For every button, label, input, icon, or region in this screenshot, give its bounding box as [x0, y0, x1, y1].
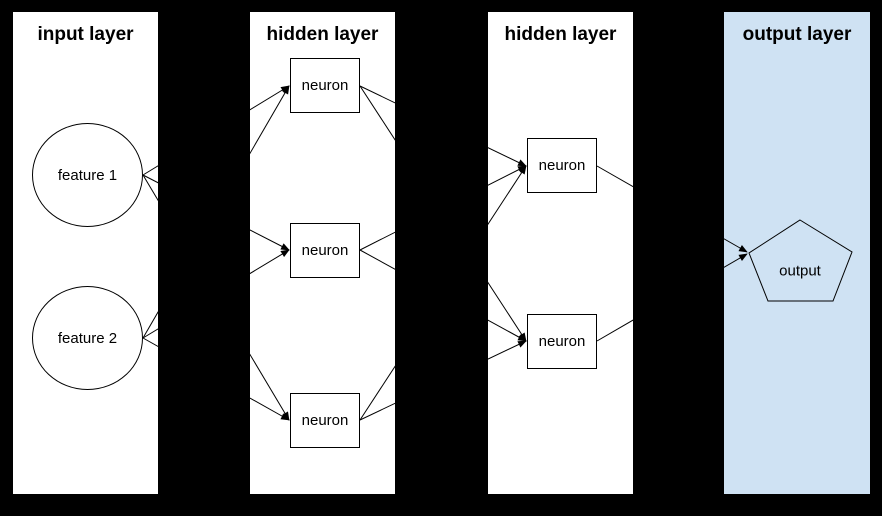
node-hidden1-neuron-2[interactable]: neuron: [290, 223, 360, 278]
output-layer-title: output layer: [742, 24, 852, 45]
node-feature-1[interactable]: feature 1: [32, 123, 143, 227]
node-feature-2-label: feature 2: [57, 329, 118, 347]
node-hidden2-neuron-2-label: neuron: [538, 333, 586, 350]
node-hidden1-neuron-3-label: neuron: [301, 412, 349, 429]
hidden-layer-2-title: hidden layer: [504, 24, 617, 45]
node-hidden1-neuron-2-label: neuron: [301, 242, 349, 259]
node-hidden1-neuron-1-label: neuron: [301, 77, 349, 94]
node-hidden1-neuron-3[interactable]: neuron: [290, 393, 360, 448]
panel-hidden-layer-2: hidden layer: [488, 12, 633, 494]
node-hidden2-neuron-1[interactable]: neuron: [527, 138, 597, 193]
panel-input-layer: input layer: [13, 12, 158, 494]
input-layer-title: input layer: [37, 24, 134, 45]
panel-output-layer: output layer: [724, 12, 870, 494]
node-hidden1-neuron-1[interactable]: neuron: [290, 58, 360, 113]
node-hidden2-neuron-2[interactable]: neuron: [527, 314, 597, 369]
node-output-label: output: [779, 262, 821, 280]
node-hidden2-neuron-1-label: neuron: [538, 157, 586, 174]
node-feature-2[interactable]: feature 2: [32, 286, 143, 390]
node-feature-1-label: feature 1: [57, 166, 118, 184]
hidden-layer-1-title: hidden layer: [266, 24, 379, 45]
